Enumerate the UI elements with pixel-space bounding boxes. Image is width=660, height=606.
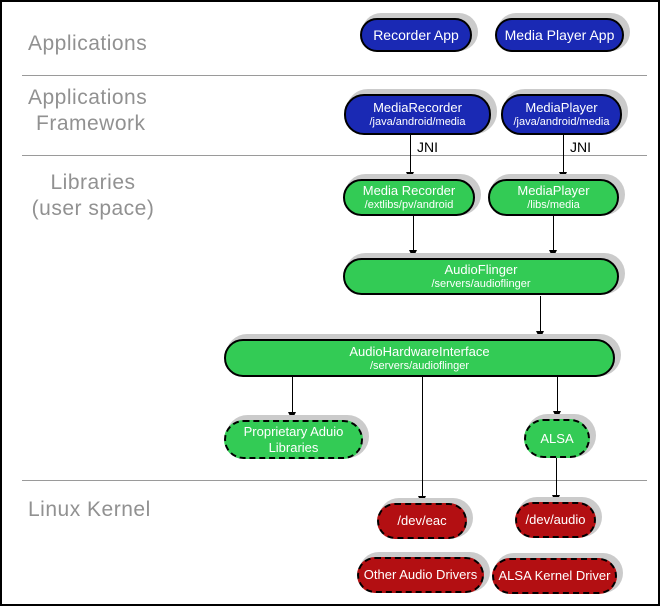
arrowhead-mediarecorder-audioflinger bbox=[409, 250, 417, 258]
arrow-line-mediarecorder-audioflinger bbox=[413, 216, 414, 251]
node-mediaplayer-framework: MediaPlayer /java/android/media bbox=[501, 94, 622, 135]
node-mediaplayer-framework-title: MediaPlayer bbox=[525, 100, 598, 115]
node-dev-eac: /dev/eac bbox=[377, 503, 467, 539]
node-audio-hardware-interface: AudioHardwareInterface /servers/audiofli… bbox=[224, 339, 615, 377]
node-dev-audio: /dev/audio bbox=[515, 502, 596, 538]
layer-label-libraries-line2: (user space) bbox=[31, 197, 155, 220]
arrow-line-jni-left bbox=[410, 135, 411, 173]
node-alsa-kernel-driver: ALSA Kernel Driver bbox=[492, 558, 617, 594]
node-mediaplayer-lib-path: /libs/media bbox=[527, 199, 580, 211]
node-media-player-app-title: Media Player App bbox=[504, 27, 615, 43]
node-mediaplayer-lib: MediaPlayer /libs/media bbox=[488, 179, 619, 216]
node-alsa-kernel-driver-title: ALSA Kernel Driver bbox=[498, 568, 611, 583]
node-proprietary-audio-libraries-title: Proprietary Aduio Libraries bbox=[243, 423, 344, 455]
arrow-line-ahi-dev-eac bbox=[422, 377, 423, 497]
node-audio-hardware-interface-title: AudioHardwareInterface bbox=[349, 343, 490, 359]
arrow-line-alsa-dev-audio bbox=[556, 458, 557, 496]
node-other-audio-drivers-title: Other Audio Drivers bbox=[363, 567, 478, 582]
layer-label-framework-line1: Applications bbox=[28, 86, 148, 109]
layer-label-applications: Applications bbox=[28, 31, 147, 57]
node-dev-eac-title: /dev/eac bbox=[397, 513, 447, 528]
node-media-recorder-lib: Media Recorder /extlibs/pv/android bbox=[343, 179, 475, 216]
divider-libraries-kernel bbox=[22, 480, 647, 481]
arrow-line-audioflinger-ahi bbox=[540, 296, 541, 332]
arrowhead-ahi-alsa bbox=[553, 411, 561, 419]
divider-framework-libraries bbox=[22, 155, 647, 156]
node-recorder-app: Recorder App bbox=[360, 18, 472, 52]
node-mediarecorder-framework-title: MediaRecorder bbox=[373, 100, 462, 115]
node-mediaplayer-lib-title: MediaPlayer bbox=[517, 183, 590, 198]
node-media-recorder-lib-path: /extlibs/pv/android bbox=[364, 199, 454, 211]
node-audio-hardware-interface-path: /servers/audioflinger bbox=[369, 359, 470, 372]
node-audioflinger: AudioFlinger /servers/audioflinger bbox=[343, 258, 619, 295]
layer-label-kernel: Linux Kernel bbox=[28, 497, 151, 523]
arrowhead-mediaplayer-audioflinger bbox=[549, 250, 557, 258]
layer-label-framework-line2: Framework bbox=[36, 112, 146, 135]
layer-label-applications-text: Applications bbox=[28, 32, 148, 55]
node-dev-audio-title: /dev/audio bbox=[525, 512, 586, 527]
layer-label-framework: Applications Framework bbox=[28, 85, 147, 137]
node-media-recorder-lib-title: Media Recorder bbox=[362, 183, 456, 198]
edge-label-jni-right: JNI bbox=[570, 139, 591, 155]
node-media-player-app: Media Player App bbox=[495, 18, 624, 52]
node-mediaplayer-framework-path: /java/android/media bbox=[513, 116, 610, 128]
node-proprietary-audio-libraries: Proprietary Aduio Libraries bbox=[224, 420, 363, 459]
node-mediarecorder-framework: MediaRecorder /java/android/media bbox=[344, 94, 491, 135]
node-recorder-app-title: Recorder App bbox=[373, 27, 459, 43]
node-alsa: ALSA bbox=[524, 419, 590, 458]
layer-label-kernel-text: Linux Kernel bbox=[28, 498, 151, 521]
divider-applications-framework bbox=[22, 75, 647, 76]
arrowhead-jni-left bbox=[406, 172, 414, 180]
node-other-audio-drivers: Other Audio Drivers bbox=[357, 557, 484, 593]
arrowhead-ahi-dev-eac bbox=[418, 496, 426, 504]
edge-label-jni-left: JNI bbox=[417, 139, 438, 155]
node-audioflinger-title: AudioFlinger bbox=[444, 262, 518, 277]
arrow-line-ahi-alsa bbox=[557, 377, 558, 412]
layer-label-libraries: Libraries (user space) bbox=[22, 170, 164, 222]
node-alsa-title: ALSA bbox=[540, 430, 574, 446]
arrow-line-ahi-proprietary bbox=[292, 377, 293, 413]
arrowhead-audioflinger-ahi bbox=[536, 331, 544, 339]
arrowhead-alsa-dev-audio bbox=[552, 495, 560, 503]
arrow-line-jni-right bbox=[563, 135, 564, 173]
node-mediarecorder-framework-path: /java/android/media bbox=[369, 116, 466, 128]
arrowhead-ahi-proprietary bbox=[288, 412, 296, 420]
layer-label-libraries-line1: Libraries bbox=[50, 171, 136, 194]
arrowhead-jni-right bbox=[559, 172, 567, 180]
arrow-line-mediaplayer-audioflinger bbox=[553, 216, 554, 251]
node-audioflinger-path: /servers/audioflinger bbox=[431, 278, 531, 290]
